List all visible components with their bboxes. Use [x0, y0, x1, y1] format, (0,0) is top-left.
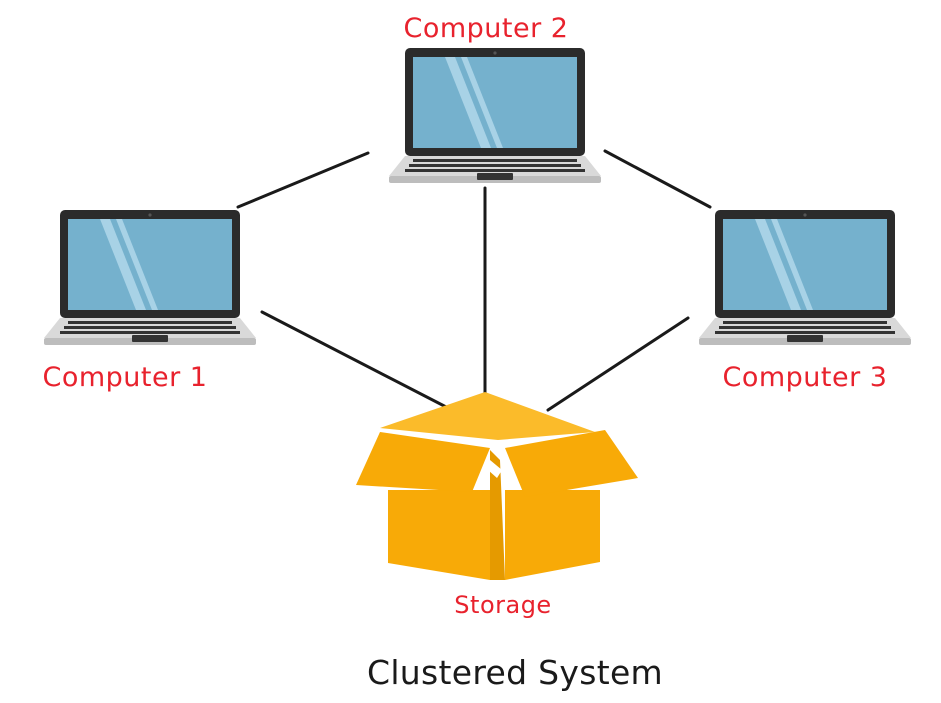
computer-3-node: Computer 3 — [689, 202, 921, 393]
laptop-icon — [689, 202, 921, 345]
computer-2-node: Computer 2 — [379, 13, 611, 183]
computer-1-node: Computer 1 — [34, 202, 266, 393]
storage-node: Storage — [356, 392, 638, 619]
connection-lines — [236, 149, 712, 412]
storage-label: Storage — [454, 591, 551, 619]
line-computer1-storage — [260, 310, 454, 412]
line-computer1-computer2 — [236, 151, 370, 209]
laptop-icon — [34, 202, 266, 345]
laptop-icon — [379, 40, 611, 183]
line-computer2-computer3 — [603, 149, 712, 209]
computer-3-label: Computer 3 — [723, 362, 888, 393]
open-box-icon — [356, 392, 638, 580]
computer-1-label: Computer 1 — [43, 362, 208, 393]
diagram-caption: Clustered System — [367, 653, 663, 692]
computer-2-label: Computer 2 — [404, 13, 569, 44]
line-computer3-storage — [546, 316, 690, 412]
